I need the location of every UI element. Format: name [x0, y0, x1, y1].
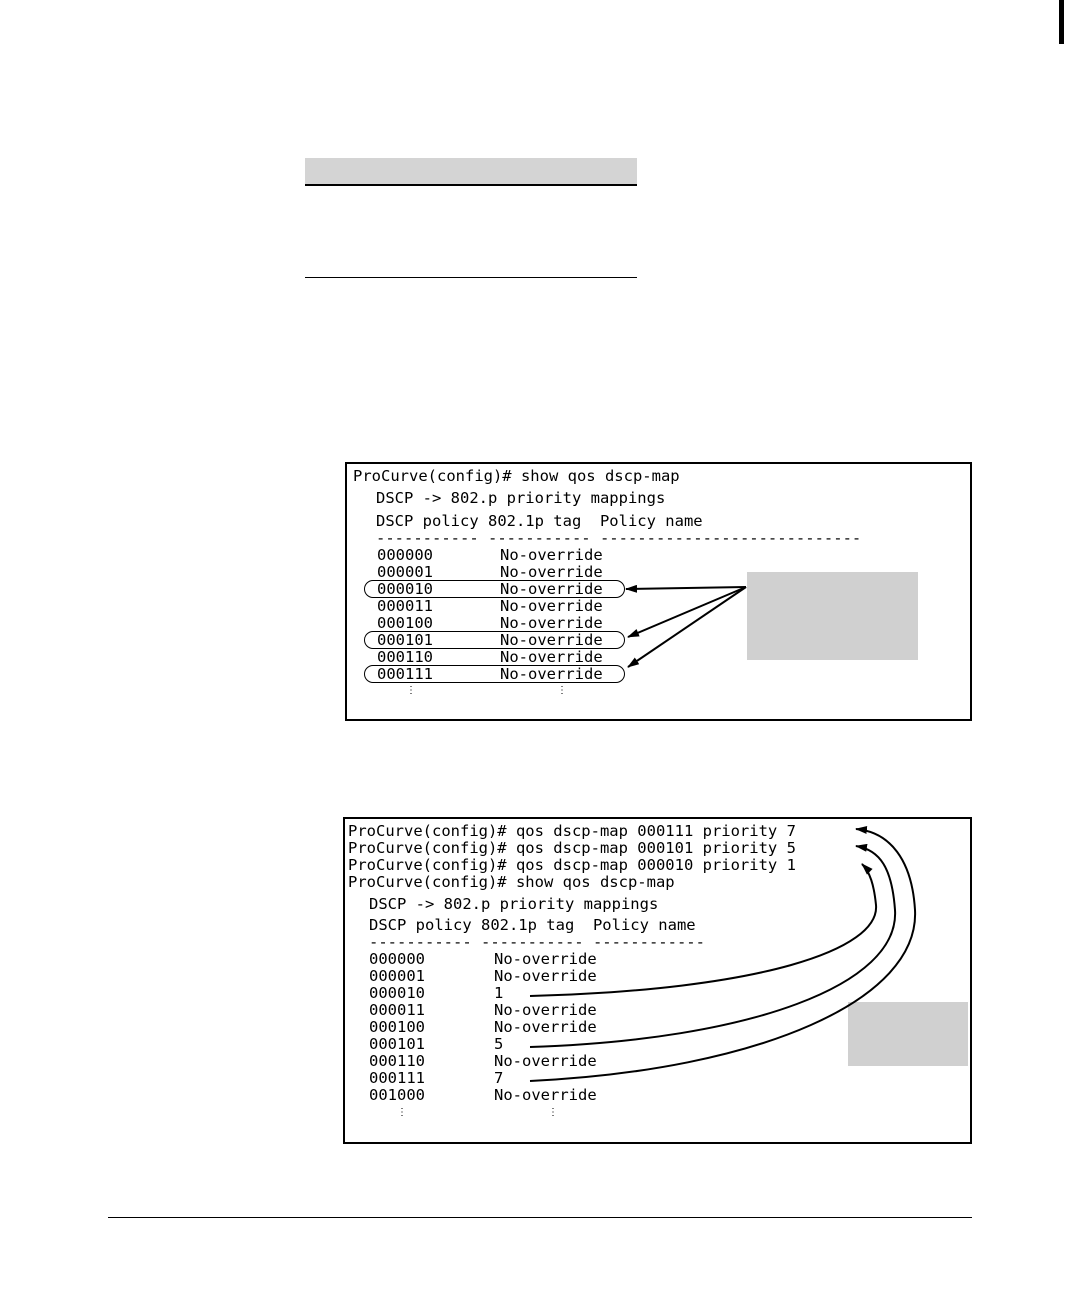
- dscp-value: 000010: [369, 984, 425, 1002]
- arrow-cmd-priority-5: [529, 843, 897, 1048]
- priority-tag: No-override: [500, 665, 603, 683]
- priority-tag: No-override: [500, 631, 603, 649]
- priority-tag: No-override: [494, 1001, 597, 1019]
- dscp-value: 000011: [369, 1001, 425, 1019]
- arrow-cmd-priority-1: [529, 863, 878, 997]
- priority-tag: No-override: [500, 648, 603, 666]
- console-heading: DSCP -> 802.p priority mappings: [369, 895, 659, 913]
- column-separator: ----------- ----------- ------------: [369, 933, 705, 951]
- footer-rule: [108, 1217, 972, 1218]
- priority-tag: 5: [494, 1035, 504, 1053]
- dscp-value: 000111: [369, 1069, 425, 1087]
- dscp-value: 000100: [369, 1018, 425, 1036]
- dscp-value: 000000: [369, 950, 425, 968]
- highlight-oval-000010: [364, 580, 625, 598]
- dscp-value: 000010: [377, 580, 433, 598]
- dscp-value: 000001: [377, 563, 433, 581]
- console-command: ProCurve(config)# qos dscp-map 000111 pr…: [348, 822, 796, 840]
- dscp-value: 000001: [369, 967, 425, 985]
- priority-tag: No-override: [500, 563, 603, 581]
- priority-tag: No-override: [500, 614, 603, 632]
- dscp-value: 000111: [377, 665, 433, 683]
- callout-box: [747, 572, 918, 660]
- console-figure-dscp-map-config: ProCurve(config)# qos dscp-map 000111 pr…: [343, 817, 972, 1144]
- continuation-dots-tag: ⋮: [557, 685, 567, 696]
- priority-tag: No-override: [500, 597, 603, 615]
- dscp-value: 000000: [377, 546, 433, 564]
- priority-tag: No-override: [494, 1018, 597, 1036]
- arrow-to-000010: [625, 584, 747, 593]
- arrow-cmd-priority-7: [529, 825, 917, 1082]
- console-command: ProCurve(config)# qos dscp-map 000010 pr…: [348, 856, 796, 874]
- highlight-oval-000101: [364, 631, 625, 649]
- priority-tag: No-override: [494, 967, 597, 985]
- console-command: ProCurve(config)# qos dscp-map 000101 pr…: [348, 839, 796, 857]
- priority-tag: No-override: [494, 950, 597, 968]
- dscp-value: 001000: [369, 1086, 425, 1104]
- dscp-value: 000011: [377, 597, 433, 615]
- dscp-value: 000101: [369, 1035, 425, 1053]
- callout-box: [848, 1002, 968, 1066]
- console-command: ProCurve(config)# show qos dscp-map: [353, 467, 680, 485]
- table-header-band: [305, 158, 637, 186]
- console-command: ProCurve(config)# show qos dscp-map: [348, 873, 675, 891]
- dscp-value: 000100: [377, 614, 433, 632]
- priority-tag: 1: [494, 984, 504, 1002]
- priority-tag: No-override: [500, 546, 603, 564]
- column-separator: ----------- ----------- ----------------…: [376, 530, 862, 547]
- dscp-value: 000110: [377, 648, 433, 666]
- column-headers: DSCP policy 802.1p tag Policy name: [376, 512, 703, 530]
- arrow-to-000101: [627, 586, 747, 638]
- priority-tag: 7: [494, 1069, 504, 1087]
- column-headers: DSCP policy 802.1p tag Policy name: [369, 916, 696, 934]
- console-heading: DSCP -> 802.p priority mappings: [376, 489, 666, 507]
- page-edge-mark: [1059, 0, 1064, 44]
- dscp-value: 000110: [369, 1052, 425, 1070]
- continuation-dots-dscp: ⋮: [397, 1107, 407, 1118]
- priority-tag: No-override: [500, 580, 603, 598]
- priority-tag: No-override: [494, 1086, 597, 1104]
- continuation-dots-tag: ⋮: [548, 1107, 558, 1118]
- arrow-to-000111: [627, 586, 747, 668]
- table-bottom-rule: [305, 277, 637, 278]
- console-figure-show-dscp-map: ProCurve(config)# show qos dscp-map DSCP…: [345, 462, 972, 721]
- highlight-oval-000111: [364, 665, 625, 683]
- dscp-value: 000101: [377, 631, 433, 649]
- priority-tag: No-override: [494, 1052, 597, 1070]
- continuation-dots-dscp: ⋮: [406, 685, 416, 696]
